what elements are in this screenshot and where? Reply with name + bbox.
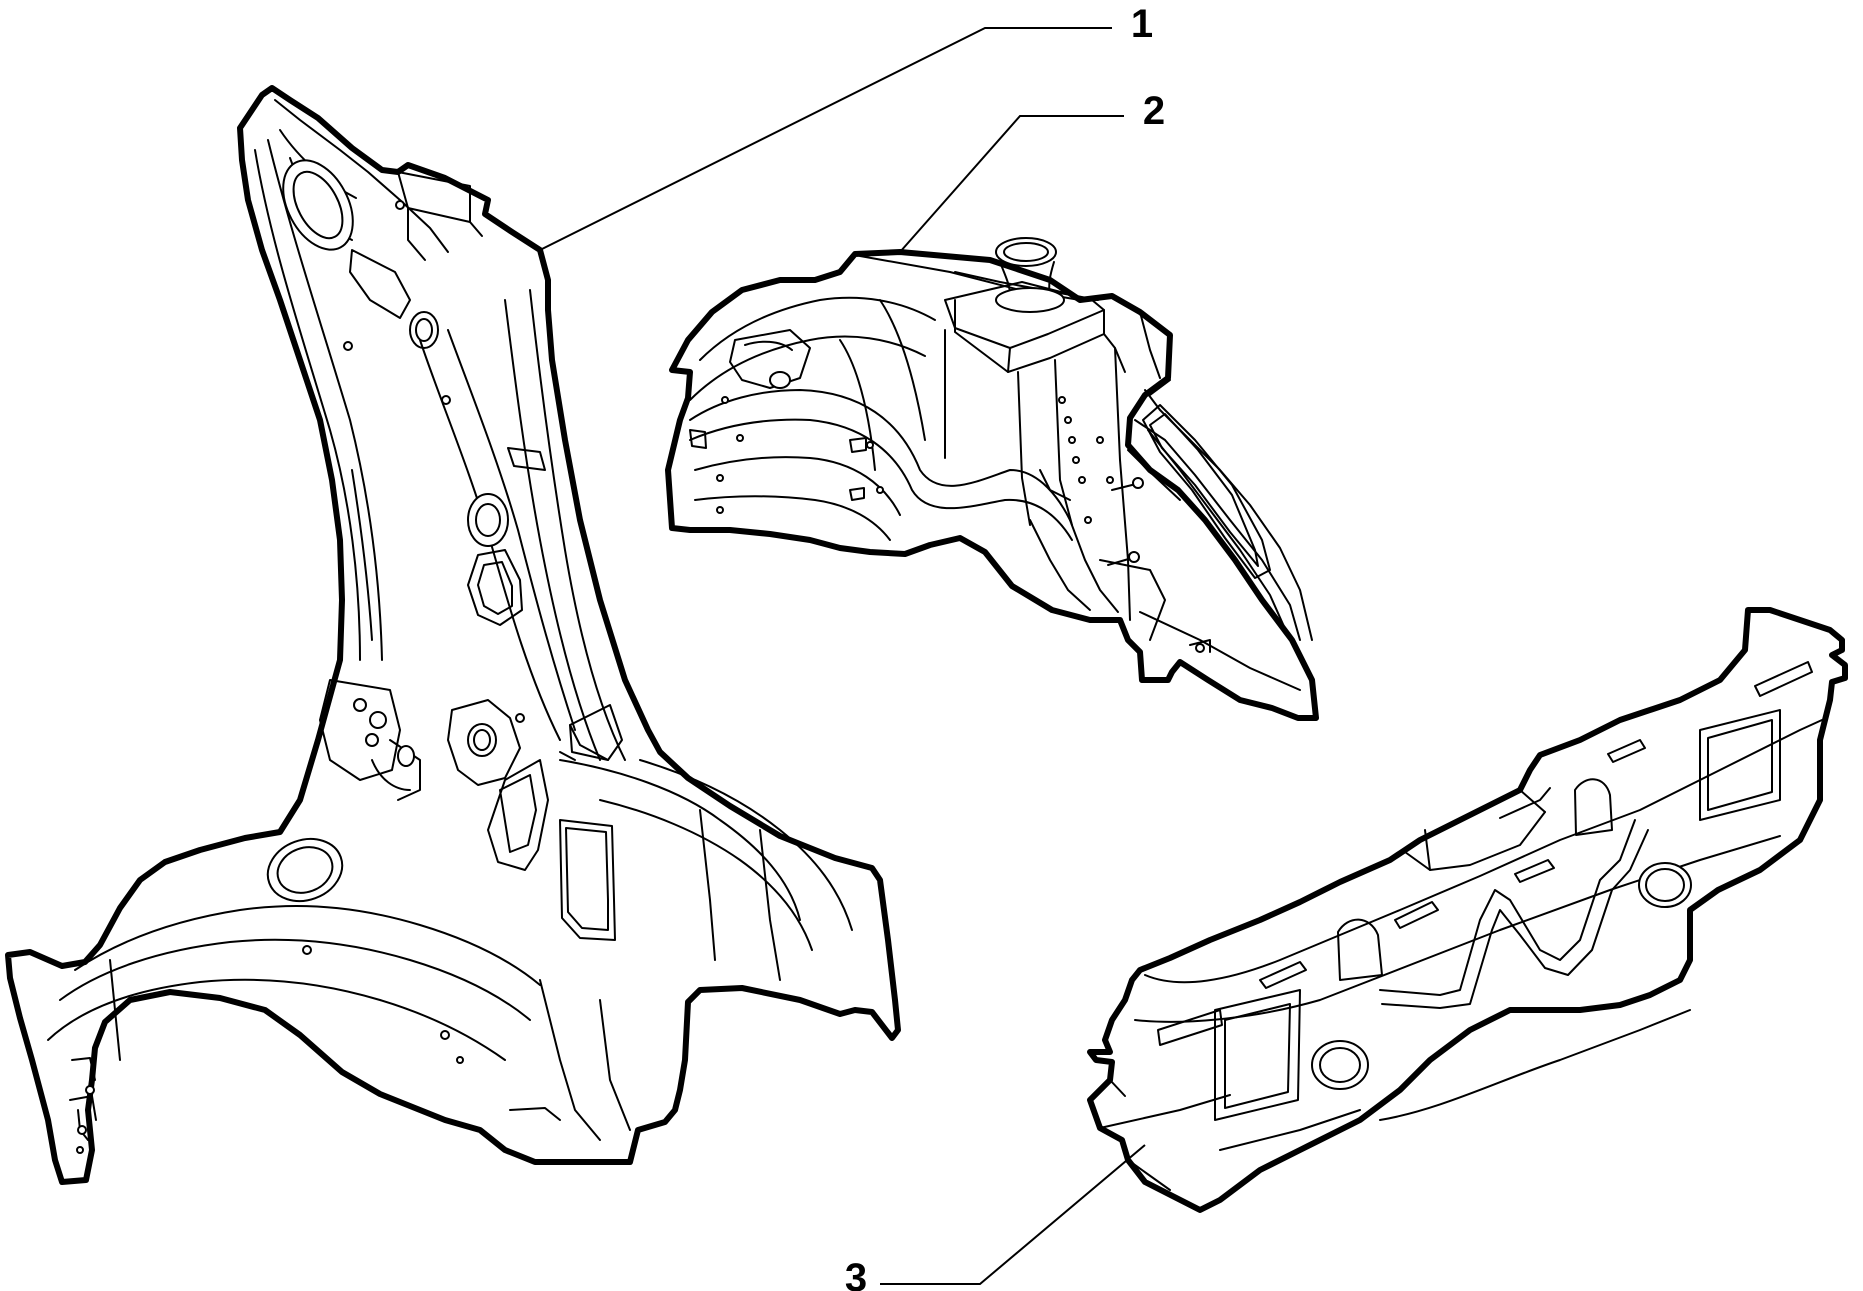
callout-1: 1 xyxy=(1131,2,1153,46)
callout-2: 2 xyxy=(1143,89,1165,133)
part-2-rear-wheelhouse-assembly xyxy=(665,237,1319,721)
callout-3: 3 xyxy=(845,1256,867,1291)
leader-line-1 xyxy=(539,27,1112,251)
leader-line-3 xyxy=(880,1144,1146,1285)
part-1-rear-quarter-inner-panel xyxy=(5,85,901,1185)
leader-line-2 xyxy=(899,115,1124,253)
part-3-rear-wall-panel xyxy=(1087,607,1848,1213)
